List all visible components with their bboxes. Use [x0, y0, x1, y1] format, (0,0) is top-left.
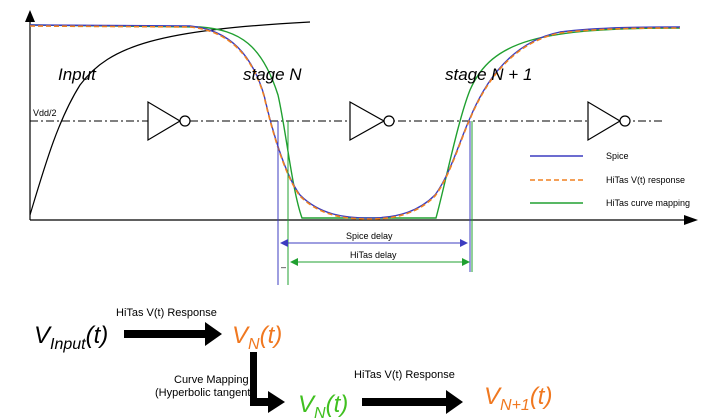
arrow-1-label: HiTas V(t) Response [116, 307, 217, 319]
vdd-half-label: Vdd/2 [33, 108, 57, 118]
stage-n-label: stage N [243, 65, 302, 84]
inverter-1 [147, 100, 191, 142]
vn1-term: VN+1(t) [484, 383, 552, 414]
curve-mapping-label-2: (Hyperbolic tangent) [155, 387, 254, 399]
vn-green-term: VN(t) [298, 391, 348, 420]
vn-orange-term: VN(t) [232, 322, 282, 353]
curve-mapping-label-1: Curve Mapping [174, 374, 249, 386]
curve-mapping-arrow [250, 352, 285, 413]
legend: Spice HiTas V(t) response HiTas curve ma… [530, 151, 690, 208]
axes [25, 10, 698, 225]
inverter-2 [349, 100, 395, 142]
legend-spice-label: Spice [606, 151, 629, 161]
curves-group [29, 24, 681, 220]
delay-dash: – [281, 262, 286, 272]
hitas-delay-label: HiTas delay [350, 250, 397, 260]
x-axis-arrowhead [684, 215, 698, 225]
hitas-mapping-curve [29, 24, 681, 219]
y-axis-arrowhead [25, 10, 35, 22]
spice-delay-label: Spice delay [346, 231, 393, 241]
inverter-3 [587, 100, 631, 142]
delay-markers [277, 121, 473, 285]
legend-hitas-response-label: HiTas V(t) response [606, 175, 685, 185]
hitas-response-curve [29, 25, 681, 220]
legend-hitas-mapping-label: HiTas curve mapping [606, 198, 690, 208]
v-input-term: VInput(t) [34, 322, 108, 353]
flow-diagram: VInput(t) HiTas V(t) Response VN(t) Curv… [34, 307, 552, 420]
arrow-2-label: HiTas V(t) Response [354, 369, 455, 381]
input-label: Input [58, 65, 97, 84]
arrow-2 [362, 390, 463, 414]
stage-n1-label: stage N + 1 [445, 65, 532, 84]
arrow-1 [124, 322, 222, 346]
